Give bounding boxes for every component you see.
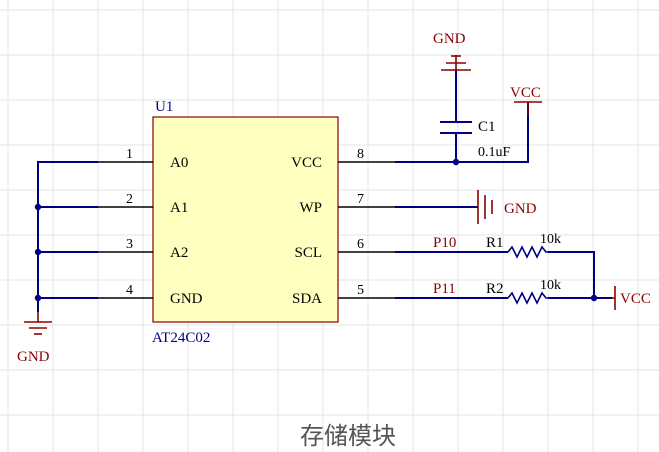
gnd-label-wp: GND (504, 201, 537, 217)
resistor-r2[interactable] (507, 291, 548, 305)
gnd-symbol-wp (477, 190, 493, 224)
pin-2-number: 2 (126, 192, 133, 207)
wire-r1-right (548, 251, 595, 298)
vcc-symbol-right (612, 286, 616, 310)
pin-1-number: 1 (126, 147, 133, 162)
gnd-symbol-left (24, 312, 52, 335)
pin-3-number: 3 (126, 237, 133, 252)
pin-8-name: VCC (291, 155, 322, 171)
ic-part-name: AT24C02 (152, 330, 210, 346)
junction-dot (34, 294, 42, 302)
junction-dot (34, 248, 42, 256)
pin-8-number: 8 (357, 147, 364, 162)
bus-wiring (395, 251, 612, 299)
junction-dot (34, 203, 42, 211)
gnd-symbol-top (441, 55, 471, 71)
gnd-label-top: GND (433, 31, 466, 47)
right-pins: 8 7 6 5 VCC WP SCL SDA (291, 147, 395, 307)
resistor-r1[interactable] (507, 245, 548, 259)
resistor-r2-designator: R2 (486, 281, 504, 297)
pin-2-name: A1 (170, 200, 188, 216)
module-caption: 存储模块 (300, 422, 396, 450)
net-label-p11: P11 (433, 281, 456, 297)
vcc-wiring (395, 70, 529, 163)
pin-6-name: SCL (294, 245, 322, 261)
left-junctions (34, 203, 42, 302)
pin-5-name: SDA (292, 291, 322, 307)
vcc-symbol-top (514, 101, 542, 116)
junction-dot (590, 294, 598, 302)
ic-body[interactable] (152, 116, 339, 323)
pin-7-name: WP (300, 200, 323, 216)
gnd-label-left: GND (17, 349, 50, 365)
net-label-p10: P10 (433, 235, 456, 251)
wire-a0-bus (37, 161, 98, 312)
pin-1-name: A0 (170, 155, 188, 171)
pin-4-number: 4 (126, 283, 133, 298)
pin-4-name: GND (170, 291, 203, 307)
ic-designator: U1 (155, 99, 173, 115)
junction-dot (452, 158, 460, 166)
resistor-r1-designator: R1 (486, 235, 504, 251)
vcc-label-top: VCC (510, 85, 541, 101)
left-wiring (37, 161, 98, 312)
wire-vcc-pin (395, 102, 529, 163)
pin-5-number: 5 (357, 283, 364, 298)
capacitor-c1[interactable] (440, 121, 472, 134)
capacitor-designator: C1 (478, 119, 496, 135)
pin-7-number: 7 (357, 192, 364, 207)
pin-3-name: A2 (170, 245, 188, 261)
left-pins: 1 2 3 4 A0 A1 A2 GND (98, 147, 203, 307)
resistor-r1-value: 10k (540, 232, 561, 247)
pin-6-number: 6 (357, 237, 364, 252)
capacitor-value: 0.1uF (478, 145, 511, 160)
vcc-label-right: VCC (620, 291, 651, 307)
resistor-r2-value: 10k (540, 278, 561, 293)
